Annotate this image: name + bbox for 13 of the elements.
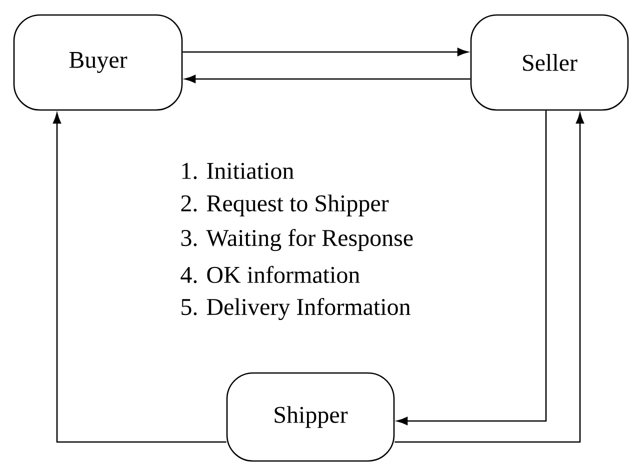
rounded-box: Shipper [226,372,395,462]
list-item: 1. Initiation [182,162,294,180]
list-item: 2. Request to Shipper [181,194,389,216]
list-item: 3. Waiting for Response [181,228,413,252]
arrow [52,112,226,443]
rounded-box: Buyer [13,14,183,111]
arrow [396,110,547,426]
list-item: 4. OK information [180,266,360,284]
rounded-box: Seller [470,14,629,111]
arrow [184,74,470,84]
list-item: 5. Delivery Information [182,298,410,320]
arrow [182,48,468,56]
arrow [394,112,584,443]
